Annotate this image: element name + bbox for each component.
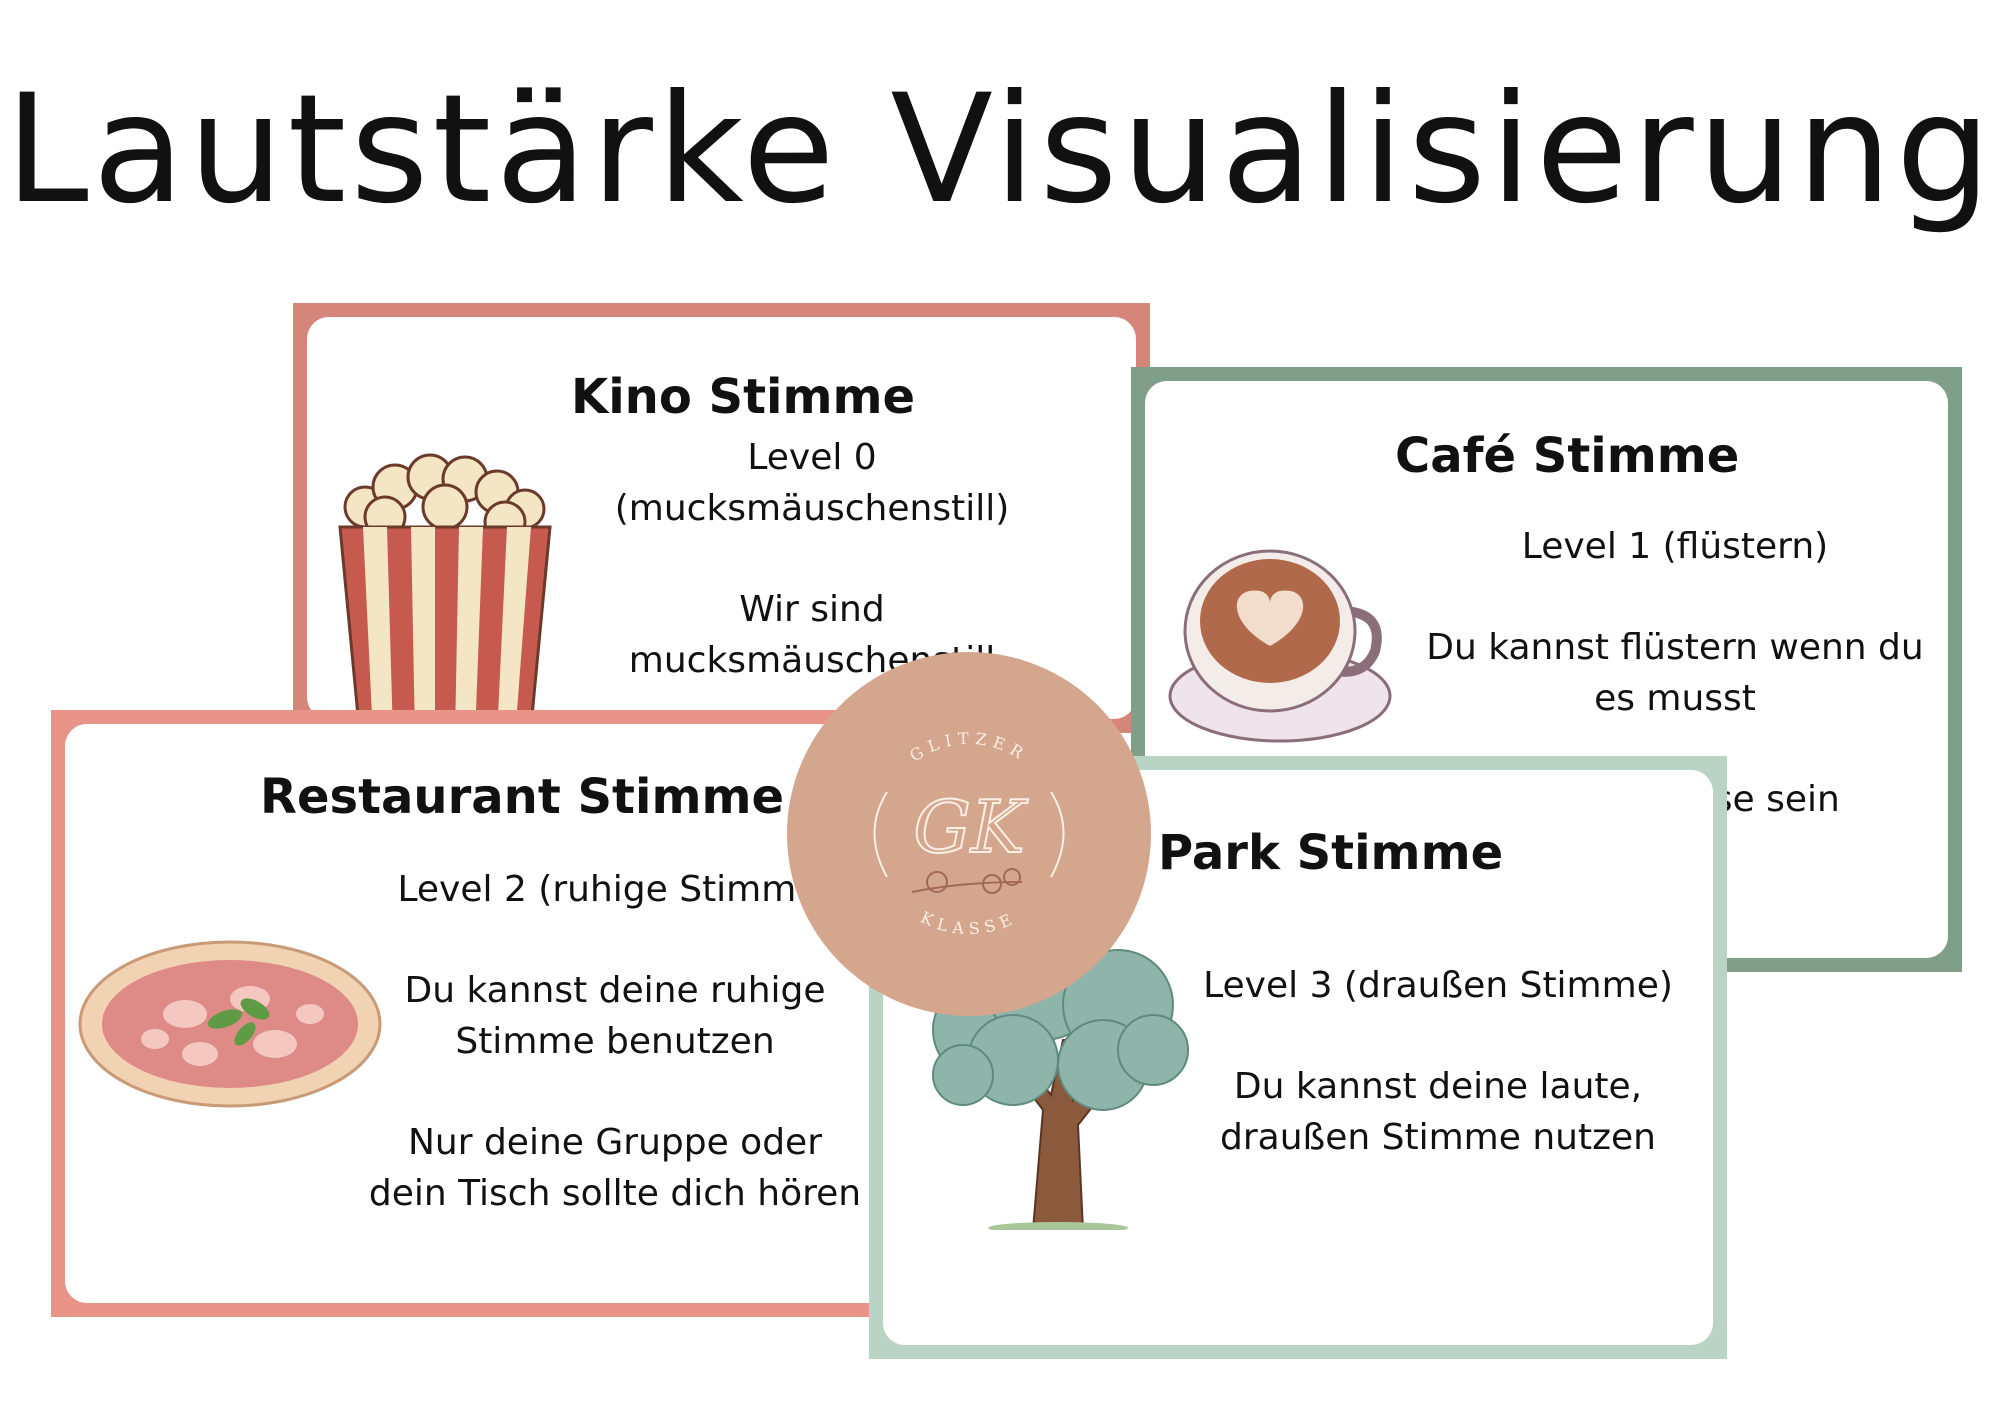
- card-restaurant-extra: Nur deine Gruppe oder dein Tisch sollte …: [368, 1122, 862, 1215]
- card-cafe-title: Café Stimme: [1395, 428, 1740, 484]
- card-cafe-description: Du kannst flüstern wenn du es musst: [1426, 627, 1924, 720]
- card-park-text: Level 3 (draußen Stimme) Du kannst deine…: [1193, 960, 1683, 1213]
- card-park-title: Park Stimme: [1158, 825, 1504, 881]
- card-restaurant: Restaurant Stimme Level 2 (ruhige Stimme…: [51, 710, 909, 1317]
- page-title: Lautstärke Visualisierung: [4, 63, 1995, 237]
- glitzer-klasse-logo: GLITZER KLASSE GK: [787, 652, 1151, 1016]
- card-restaurant-text: Level 2 (ruhige Stimme) Du kannst deine …: [365, 864, 865, 1270]
- card-restaurant-description: Du kannst deine ruhige Stimme benutzen: [404, 970, 826, 1063]
- svg-text:KLASSE: KLASSE: [918, 908, 1021, 939]
- logo-bottom-text: KLASSE: [918, 908, 1015, 939]
- card-cafe-level: Level 1 (flüstern): [1521, 526, 1829, 567]
- pizza-icon: [78, 940, 382, 1108]
- card-park-body: Park Stimme Level 3 (draußen Stimme) Du …: [883, 770, 1713, 1345]
- card-kino: Kino Stimme Level 0 (mucksmäuschenstill)…: [293, 303, 1150, 733]
- card-kino-level: Level 0 (mucksmäuschenstill): [614, 437, 1010, 530]
- logo-emblem-icon: GLITZER KLASSE GK: [873, 729, 1065, 939]
- card-restaurant-title: Restaurant Stimme: [260, 769, 785, 825]
- logo-monogram: GK: [913, 785, 1029, 869]
- popcorn-icon: [338, 453, 552, 719]
- card-park-level: Level 3 (draußen Stimme): [1203, 965, 1673, 1006]
- card-kino-body: Kino Stimme Level 0 (mucksmäuschenstill)…: [307, 317, 1136, 719]
- card-kino-title: Kino Stimme: [571, 369, 916, 425]
- card-cafe-text: Level 1 (flüstern) Du kannst flüstern we…: [1415, 521, 1935, 875]
- card-restaurant-body: Restaurant Stimme Level 2 (ruhige Stimme…: [65, 724, 895, 1303]
- svg-text:GLITZER: GLITZER: [906, 729, 1031, 766]
- card-park-description: Du kannst deine laute, draußen Stimme nu…: [1220, 1066, 1656, 1159]
- logo-top-text: GLITZER: [906, 729, 1025, 766]
- coffee-cup-icon: [1168, 549, 1392, 743]
- card-restaurant-level: Level 2 (ruhige Stimme): [397, 869, 833, 910]
